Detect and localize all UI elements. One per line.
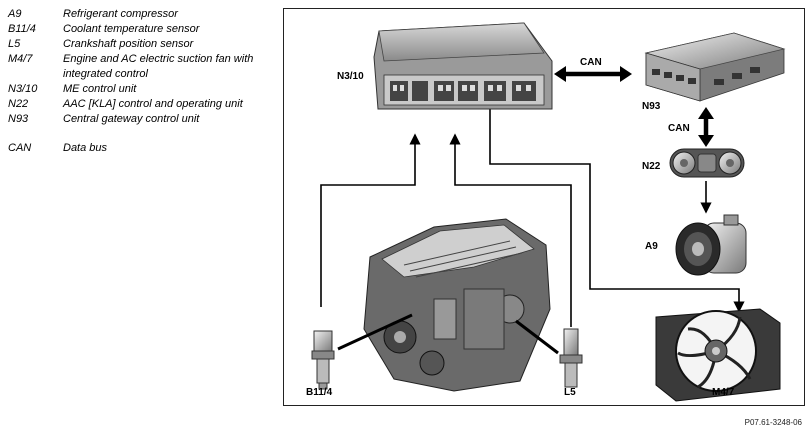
legend-row-can: CAN Data bus [8,141,270,156]
legend-code: N3/10 [8,83,38,95]
legend-desc: ME control unit [63,83,137,95]
label-can-top: CAN [580,57,602,68]
legend-code: N22 [8,98,29,110]
legend-code: CAN [8,142,32,154]
label-a9: A9 [645,241,658,252]
can-bus-arrows [554,66,714,147]
legend-code: B11/4 [8,23,36,35]
central-gateway-graphic [644,32,786,102]
label-l5: L5 [564,387,576,398]
legend-row-b11-4: B11/4 Coolant temperature sensor [8,22,270,37]
legend-row-n3-10: N3/10 ME control unit [8,82,270,97]
legend-desc: Coolant temperature sensor [63,23,200,35]
legend-row-a9: A9 Refrigerant compressor [8,7,270,22]
legend-desc: AAC [KLA] control and operating unit [63,98,243,110]
diagram-panel: N3/10 N93 N22 A9 B11/4 L5 M4/7 CAN CAN [283,8,805,406]
label-n22: N22 [642,161,661,172]
legend-row-m4-7: M4/7 Engine and AC electric suction fan … [8,52,270,82]
label-b11-4: B11/4 [306,387,333,398]
legend-code: L5 [8,38,21,50]
legend-desc: Engine and AC electric suction fan with … [63,53,254,80]
label-can-side: CAN [668,123,690,134]
legend-row-n22: N22 AAC [KLA] control and operating unit [8,97,270,112]
legend-desc: Central gateway control unit [63,113,200,125]
me-control-unit-graphic [373,22,553,110]
legend-code: N93 [8,113,29,125]
arrow-n3-10-to-m4-7 [489,107,745,313]
crankshaft-sensor-graphic [559,328,583,388]
legend-desc: Refrigerant compressor [63,8,178,20]
legend-row-l5: L5 Crankshaft position sensor [8,37,270,52]
legend-code: A9 [8,8,22,20]
legend-code: M4/7 [8,53,33,65]
suction-fan-graphic [655,308,781,402]
legend: A9 Refrigerant compressor B11/4 Coolant … [8,7,270,156]
climate-control-graphic [669,148,745,178]
refrigerant-compressor-graphic [675,214,747,276]
arrow-b11-4-to-n3-10 [320,133,421,307]
engine-graphic [363,218,551,392]
signal-lines [320,107,745,327]
diagram-canvas [311,22,786,402]
label-m4-7: M4/7 [712,387,735,398]
reference-number: P07.61-3248-06 [744,418,802,427]
legend-desc: Data bus [63,142,108,154]
label-n3-10: N3/10 [337,71,364,82]
arrow-l5-to-n3-10 [449,133,572,327]
label-n93: N93 [642,101,661,112]
coolant-sensor-graphic [311,330,335,390]
sensor-pointers [337,313,559,355]
legend-row-n93: N93 Central gateway control unit [8,112,270,127]
legend-desc: Crankshaft position sensor [63,38,194,50]
